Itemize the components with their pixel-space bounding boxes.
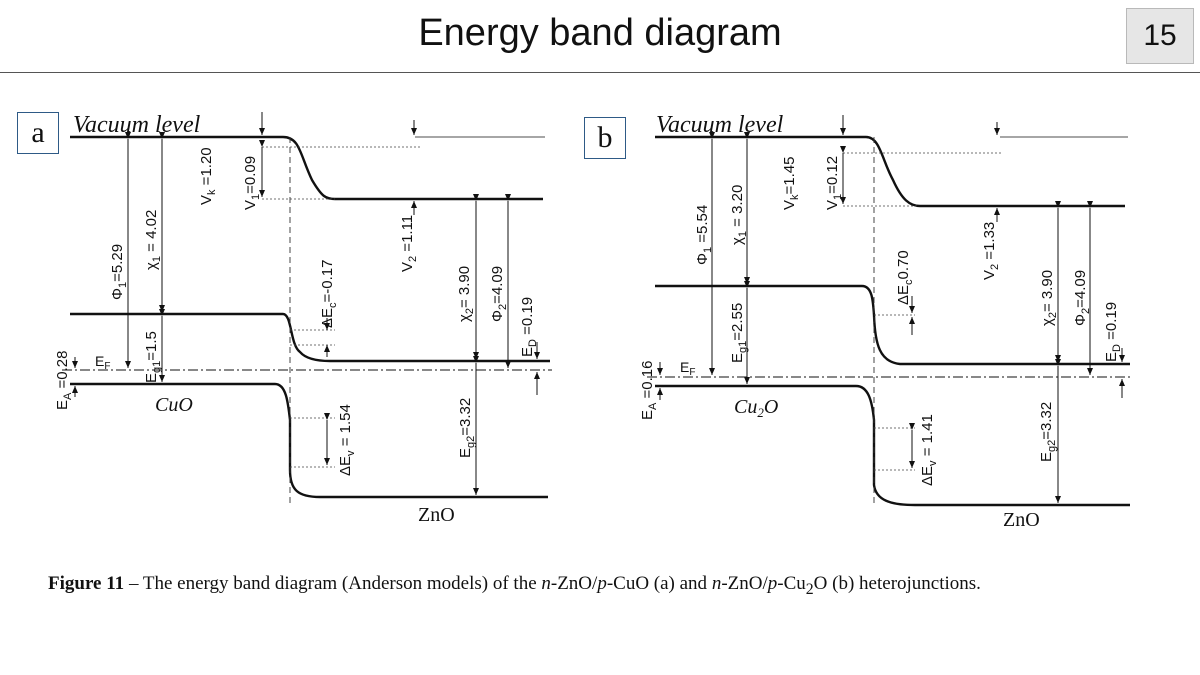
panel-a-chi2-label: χ2= 3.90 (456, 266, 476, 322)
panel-a-cuo-label: CuO (155, 394, 193, 416)
figure-caption: Figure 11 – The energy band diagram (And… (48, 573, 981, 598)
panel-a-vacuum-label: Vacuum level (73, 112, 201, 138)
panel-b-v2-label: V2 =1.33 (981, 222, 1001, 280)
panel-b-ef-label: EF (680, 359, 695, 378)
panel-a-phi1-label: Φ1=5.29 (109, 244, 129, 300)
panel-a-v2-label: V2 =1.11 (399, 215, 419, 272)
panel-b-eg1-label: Eg1=2.55 (729, 303, 749, 363)
panel-a-valence-band (70, 382, 548, 499)
panel-a-chi1-label: χ1 = 4.02 (143, 210, 163, 270)
panel-a-vk-label: Vk =1.20 (198, 147, 218, 205)
panel-b-vacuum-curve (655, 135, 1125, 208)
panel-b-chi1-label: χ1 = 3.20 (729, 185, 749, 245)
panel-a-label: a (17, 112, 59, 154)
panel-a-phi2-label: Φ2=4.09 (489, 266, 509, 322)
panel-a-v1-label: V1=0.09 (242, 156, 262, 210)
panel-a-eg1-label: Eg1=1.5 (143, 331, 163, 383)
title-divider (0, 72, 1200, 73)
energy-band-diagrams: Vacuum level CuO ZnO EF Φ1=5.29 χ1 = 4.0… (54, 112, 1133, 531)
panel-a-zno-label: ZnO (418, 504, 455, 526)
panel-a-diagram: Vacuum level CuO ZnO EF Φ1=5.29 χ1 = 4.0… (54, 112, 552, 526)
panel-b-vk-label: Vk=1.45 (781, 157, 801, 210)
panel-b-valence-band (655, 384, 1130, 507)
panel-a-dec-label: ΔEc=-0.17 (319, 260, 339, 328)
panel-a-ea-label: EA =0.28 (54, 351, 74, 410)
panel-a-conduction-band (70, 312, 550, 363)
panel-a-vacuum-curve (70, 135, 543, 201)
panel-b-v1-label: V1=0.12 (824, 156, 844, 210)
panel-b-label: b (584, 117, 626, 159)
panel-b-dec-label: ΔEc0.70 (895, 250, 915, 305)
panel-a-dev-label: ΔEv = 1.54 (337, 404, 357, 476)
panel-b-ea-label: EA =0.16 (639, 361, 659, 420)
panel-b-diagram: Vacuum level Cu2O ZnO EF Φ1 =5.54 χ1 = 3… (639, 112, 1133, 531)
panel-b-vacuum-label: Vacuum level (656, 112, 784, 138)
page-number: 15 (1126, 8, 1194, 64)
panel-b-cu2o-label: Cu2O (734, 396, 778, 420)
panel-b-dev-label: ΔEv = 1.41 (919, 414, 939, 486)
panel-b-eg2-label: Eg2=3.32 (1038, 402, 1058, 462)
panel-b-phi1-label: Φ1 =5.54 (694, 205, 714, 265)
panel-a-ef-label: EF (95, 353, 110, 372)
panel-b-conduction-band (655, 284, 1130, 366)
panel-b-ed-label: ED =0.19 (1103, 302, 1123, 362)
panel-a-ed-label: ED =0.19 (519, 297, 539, 357)
panel-a-eg2-label: Eg2=3.32 (457, 398, 477, 458)
panel-b-chi2-label: χ2= 3.90 (1039, 270, 1059, 326)
panel-b-phi2-label: Φ2=4.09 (1072, 270, 1092, 326)
slide-title: Energy band diagram (418, 12, 782, 54)
panel-b-zno-label: ZnO (1003, 509, 1040, 531)
